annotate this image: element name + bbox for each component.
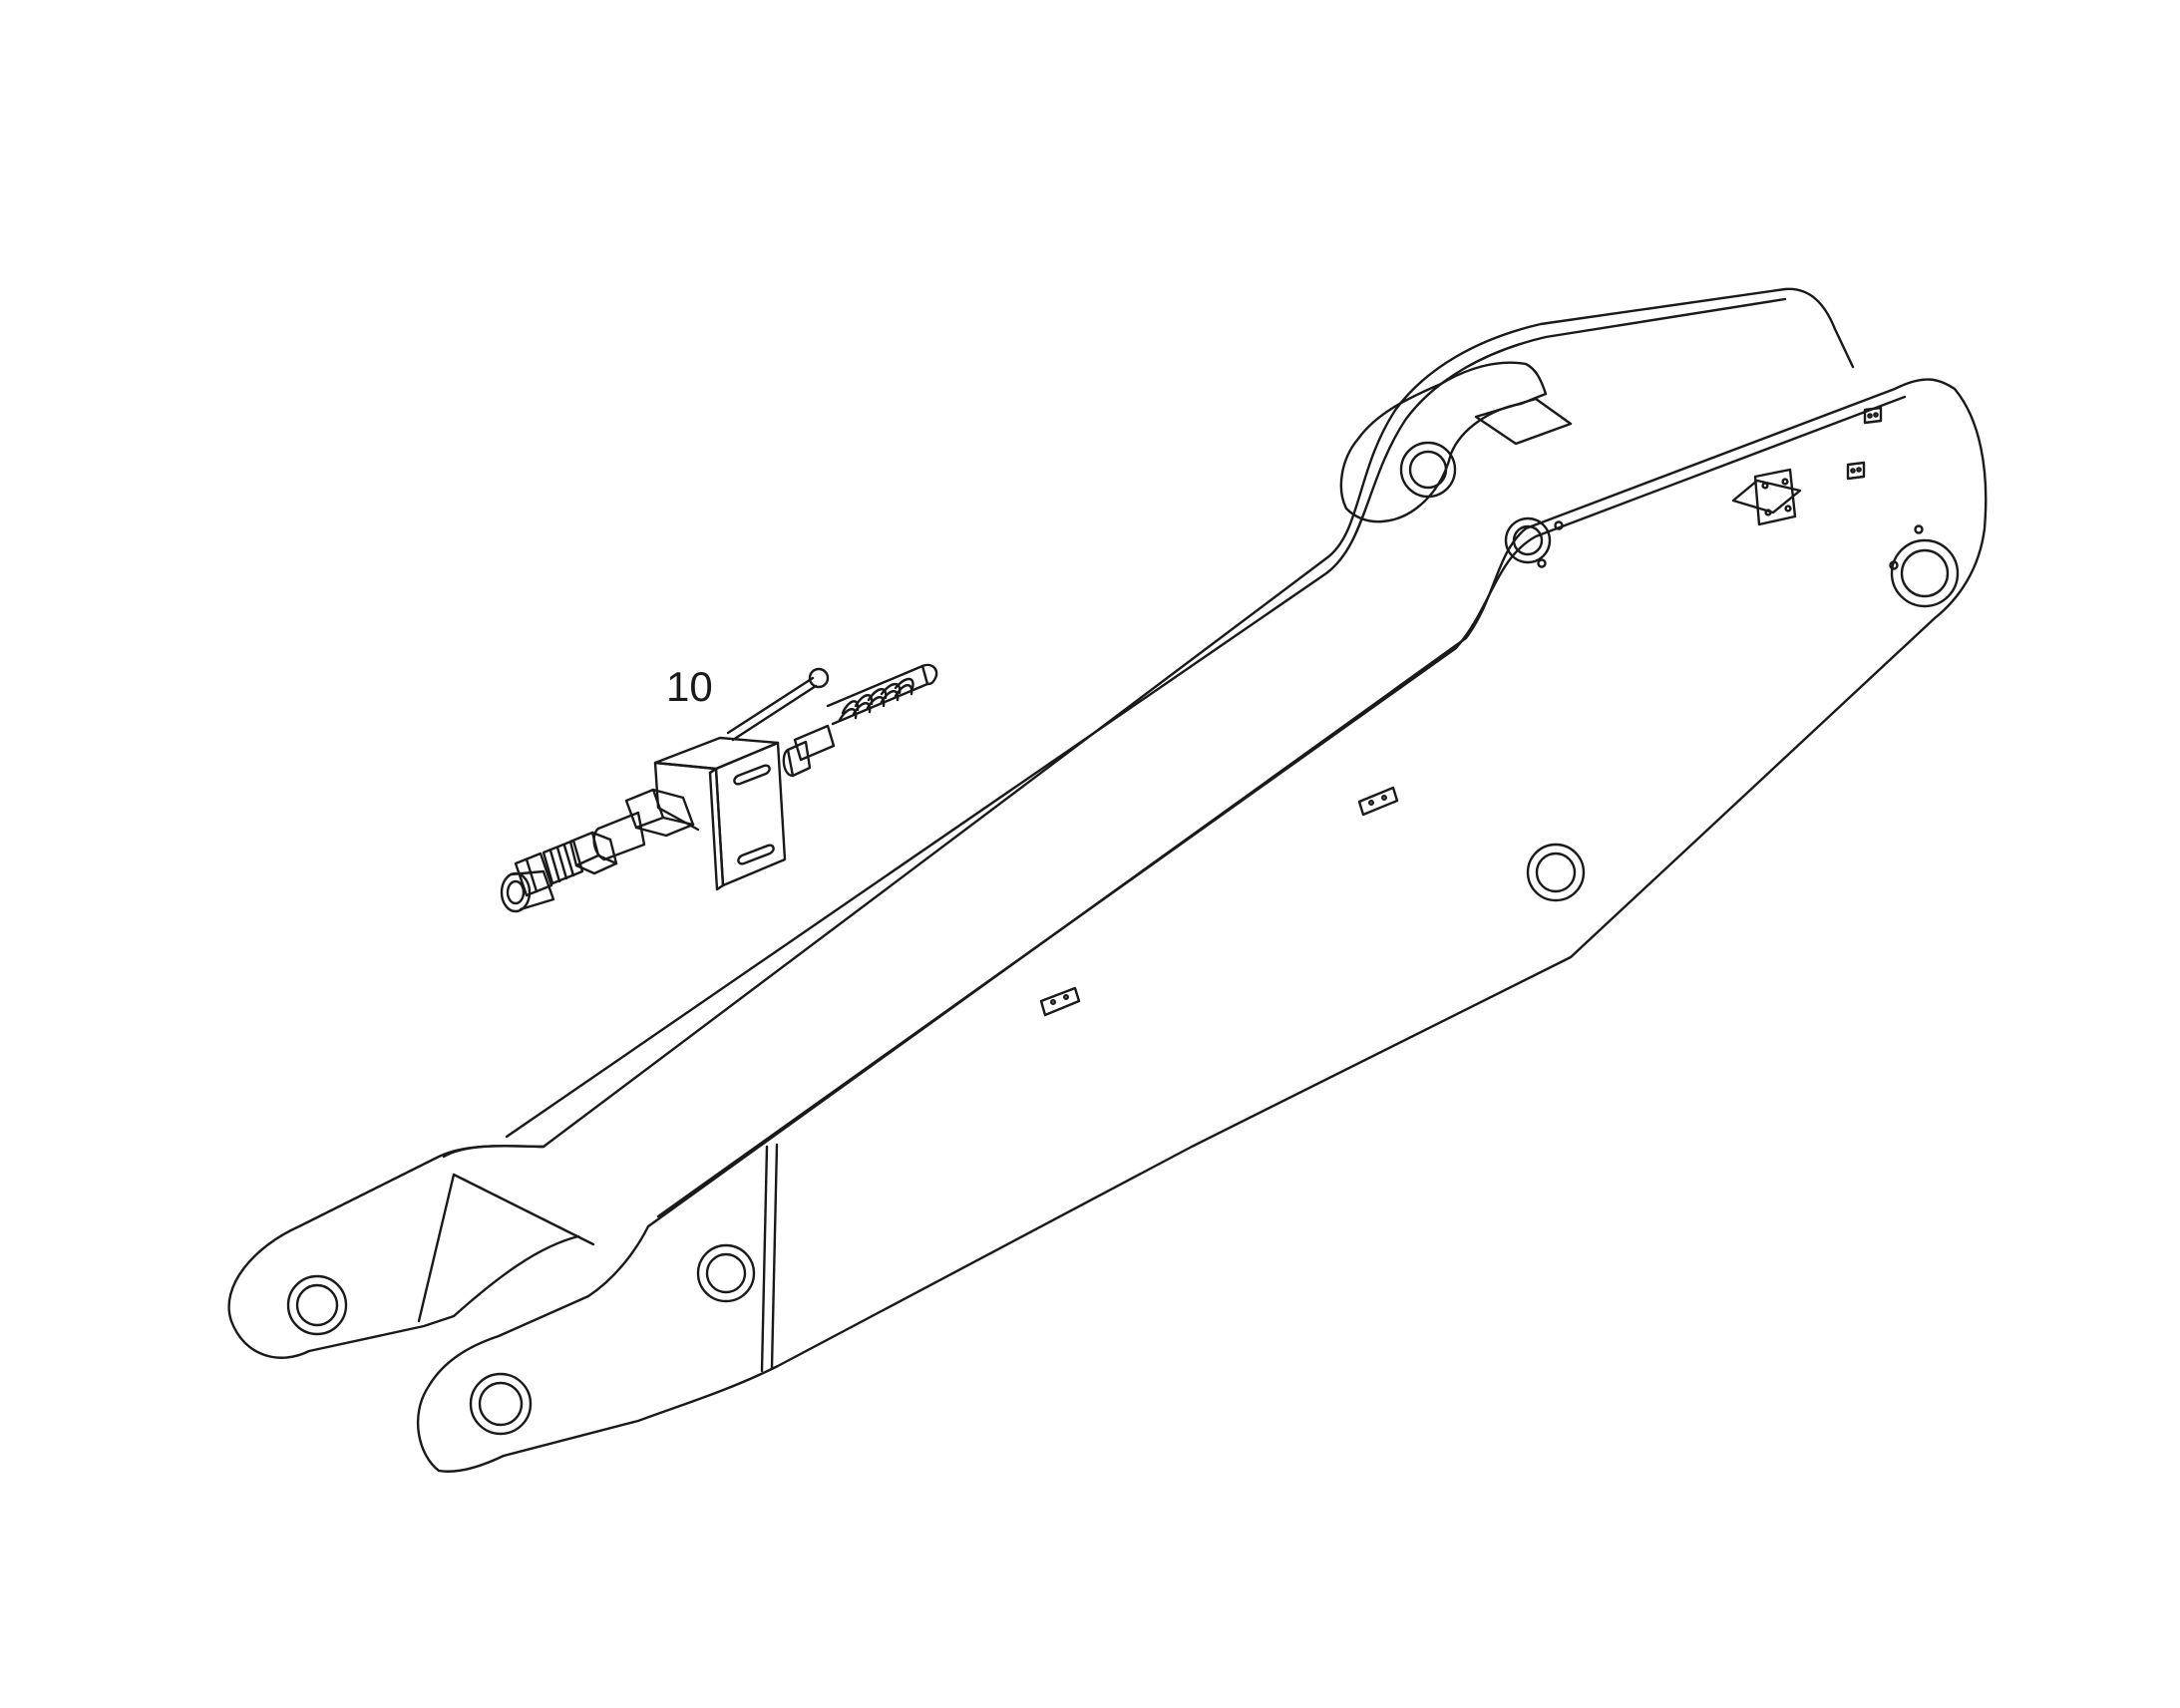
mounting-plate — [1731, 468, 1802, 526]
upper-knuckle — [1339, 361, 1548, 523]
hydraulic-fitting-assembly — [500, 663, 938, 913]
hose-end-fitting — [782, 724, 836, 778]
tip-connector — [500, 869, 555, 913]
boom-back-plate-inner — [505, 297, 1787, 1139]
clamp-bracket — [1039, 986, 1081, 1017]
clamp-bracket — [1846, 461, 1866, 481]
threaded-collar — [542, 839, 584, 885]
small-hole — [1554, 520, 1564, 530]
small-hole — [1889, 560, 1899, 570]
boom-back-plate — [442, 287, 1855, 1159]
back-clevis-web — [417, 1173, 595, 1323]
small-hole — [1914, 524, 1924, 534]
boom-arm — [227, 287, 1988, 1473]
front-plate-top-edge — [656, 395, 1907, 1218]
pivot-hole-center — [1526, 843, 1586, 902]
callout-10: 10 — [666, 663, 713, 710]
back-clevis-plate — [227, 1145, 580, 1359]
pivot-hole-upper-front — [1504, 516, 1552, 564]
pivot-hole-left-back — [286, 1274, 348, 1336]
pivot-hole-upper-knuckle — [1399, 441, 1457, 499]
mounting-bracket — [708, 741, 787, 891]
callout-label: 10 — [666, 663, 713, 710]
pivot-hole-mid — [696, 1243, 756, 1303]
section-seam — [760, 1143, 779, 1373]
clamp-bracket — [1357, 786, 1399, 817]
pivot-hole-right-end — [1890, 538, 1960, 608]
clamp-bracket — [1863, 406, 1883, 425]
pivot-hole-left-front — [469, 1372, 533, 1436]
tip-nut — [514, 852, 553, 897]
flex-hose — [826, 663, 938, 726]
small-hole — [1537, 558, 1547, 568]
boom-front-plate — [416, 378, 1988, 1473]
bleeder-lever — [726, 667, 830, 742]
upper-knuckle-pad — [1474, 397, 1573, 446]
